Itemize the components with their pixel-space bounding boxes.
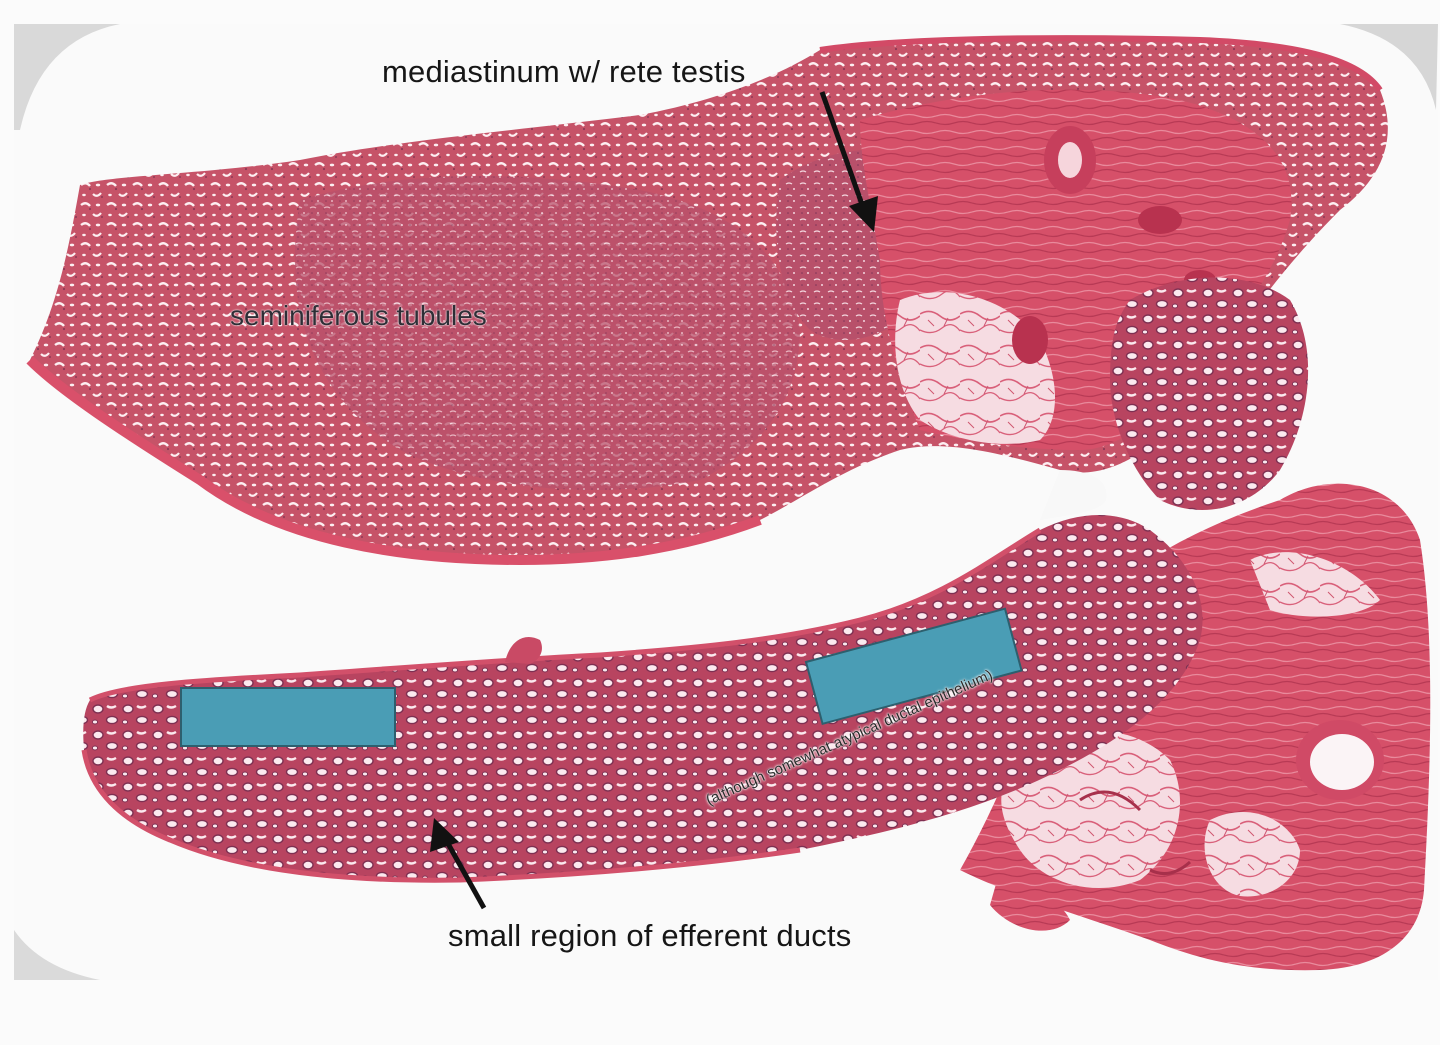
label-cover-box	[804, 607, 1023, 726]
arrow-pointer-icon	[819, 91, 878, 232]
label-cover-box	[180, 687, 396, 747]
arrow-pointer-icon	[430, 818, 487, 910]
seminiferous-tubules-label: seminiferous tubules	[230, 300, 487, 331]
mediastinum-label: mediastinum w/ rete testis	[382, 54, 746, 89]
efferent-ducts-label: small region of efferent ducts	[448, 918, 852, 953]
